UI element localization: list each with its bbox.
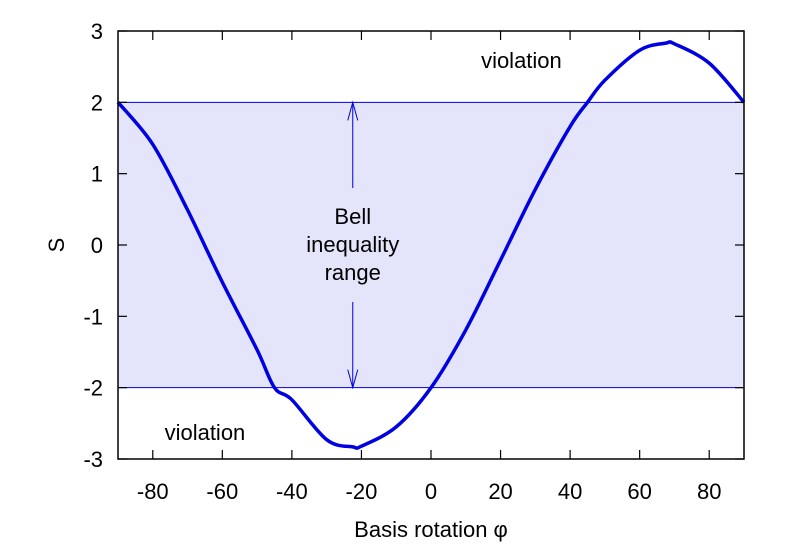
bell-label-line3: range <box>325 260 381 285</box>
bell-inequality-band <box>118 102 744 388</box>
y-tick-label: -3 <box>83 447 103 472</box>
x-axis-title: Basis rotation φ <box>354 517 508 542</box>
x-tick-label: 0 <box>425 479 437 504</box>
y-tick-label: -1 <box>83 304 103 329</box>
violation-label-top: violation <box>481 48 562 73</box>
y-axis-ticks: 3 2 1 0 -1 -2 -3 <box>83 19 744 472</box>
x-tick-label: 80 <box>697 479 721 504</box>
x-tick-label: -40 <box>276 479 308 504</box>
bell-label-line2: inequality <box>306 232 399 257</box>
y-tick-label: -2 <box>83 376 103 401</box>
y-tick-label: 0 <box>91 233 103 258</box>
arrow-down-head <box>347 369 359 390</box>
y-axis-title: S <box>44 238 69 253</box>
y-tick-label: 1 <box>91 162 103 187</box>
y-tick-label: 2 <box>91 90 103 115</box>
x-axis-ticks: -80 -60 -40 -20 0 20 40 60 80 <box>137 31 721 504</box>
x-tick-label: -20 <box>346 479 378 504</box>
arrow-up-head <box>347 100 359 121</box>
x-tick-label: 40 <box>558 479 582 504</box>
y-tick-label: 3 <box>91 19 103 44</box>
x-tick-label: -80 <box>137 479 169 504</box>
bell-label-line1: Bell <box>334 204 371 229</box>
x-tick-label: 60 <box>627 479 651 504</box>
x-tick-label: 20 <box>488 479 512 504</box>
s-curve-line <box>116 40 746 450</box>
violation-label-bottom: violation <box>165 420 246 445</box>
x-tick-label: -60 <box>206 479 238 504</box>
